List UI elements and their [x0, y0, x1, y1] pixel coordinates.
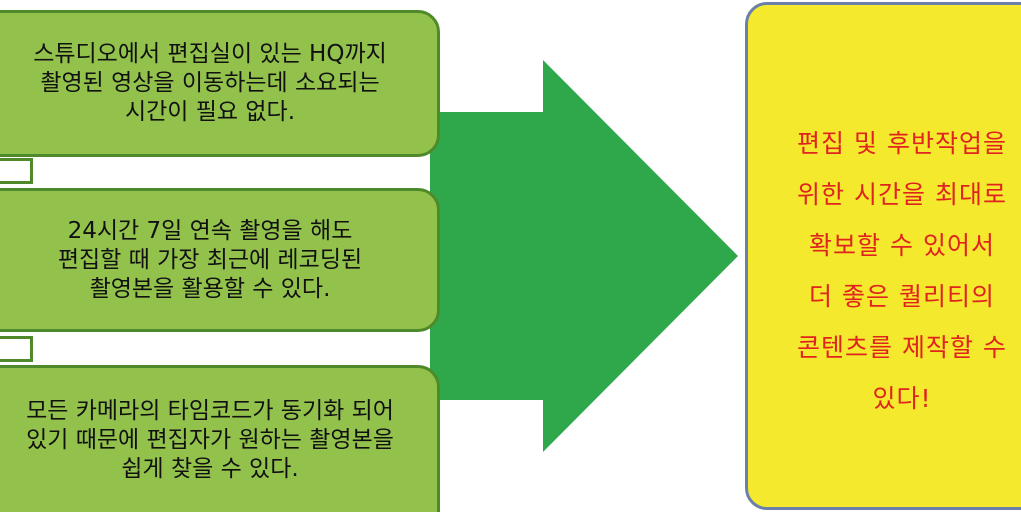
- result-text: 편집 및 후반작업을 위한 시간을 최대로 확보할 수 있어서 더 좋은 퀄리티…: [797, 129, 1007, 413]
- result-box: 편집 및 후반작업을 위한 시간을 최대로 확보할 수 있어서 더 좋은 퀄리티…: [745, 2, 1021, 510]
- benefit-box-1: 스튜디오에서 편집실이 있는 HQ까지 촬영된 영상을 이동하는데 소요되는 시…: [0, 10, 440, 157]
- connector-2: [0, 336, 33, 362]
- benefit-box-2: 24시간 7일 연속 촬영을 해도 편집할 때 가장 최근에 레코딩된 촬영본을…: [0, 188, 440, 332]
- big-arrow-shape: [430, 60, 738, 452]
- benefit-box-3: 모든 카메라의 타임코드가 동기화 되어 있기 때문에 편집자가 원하는 촬영본…: [0, 365, 440, 512]
- connector-1: [0, 158, 33, 184]
